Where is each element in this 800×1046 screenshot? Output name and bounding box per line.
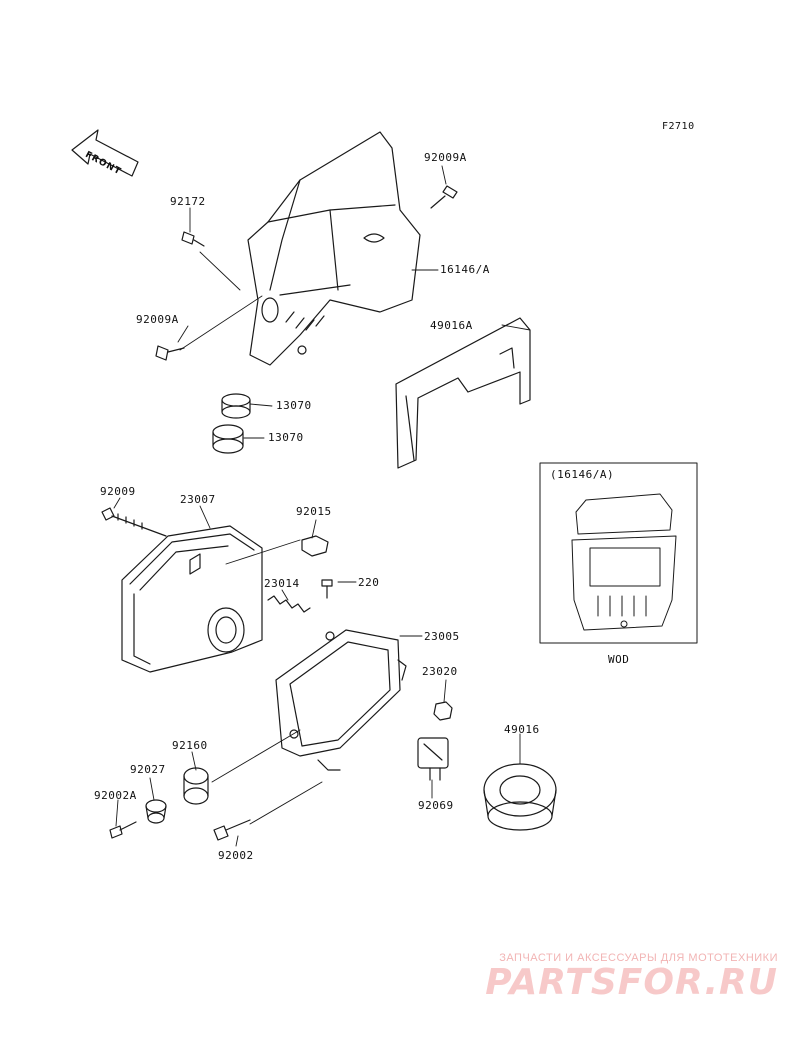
inset-title: (16146/A) bbox=[550, 468, 615, 481]
bulb-92069 bbox=[417, 737, 449, 781]
headlight-frame-23005 bbox=[275, 629, 407, 771]
front-arrow-icon bbox=[71, 129, 139, 177]
watermark-logo: PARTSFOR.RU bbox=[485, 962, 778, 1003]
bolt-92002 bbox=[213, 819, 251, 841]
damper-13070-b bbox=[212, 424, 244, 454]
part-label-92027[interactable]: 92027 bbox=[130, 763, 166, 776]
part-label-220[interactable]: 220 bbox=[358, 576, 380, 589]
bolt-92009a-left bbox=[155, 345, 185, 361]
part-label-92002[interactable]: 92002 bbox=[218, 849, 254, 862]
part-label-23014[interactable]: 23014 bbox=[264, 577, 300, 590]
part-label-92002a[interactable]: 92002A bbox=[94, 789, 137, 802]
bolt-92009a-top bbox=[430, 185, 458, 209]
trim-49016a-part bbox=[395, 317, 531, 469]
part-label-23020[interactable]: 23020 bbox=[422, 665, 458, 678]
grommet-92160 bbox=[183, 767, 209, 805]
headlight-cowl-part bbox=[247, 131, 421, 366]
damper-13070-a bbox=[221, 393, 251, 419]
collar-92027 bbox=[145, 799, 167, 824]
part-label-92009a-top[interactable]: 92009A bbox=[424, 151, 467, 164]
part-label-92172[interactable]: 92172 bbox=[170, 195, 206, 208]
part-label-13070-a[interactable]: 13070 bbox=[276, 399, 312, 412]
screw-220 bbox=[321, 579, 333, 599]
part-label-16146a[interactable]: 16146/A bbox=[440, 263, 490, 276]
inset-frame bbox=[539, 462, 698, 644]
inset-wod-cowl bbox=[571, 493, 677, 631]
inset-caption: WOD bbox=[608, 653, 630, 666]
part-label-92015[interactable]: 92015 bbox=[296, 505, 332, 518]
part-label-92160[interactable]: 92160 bbox=[172, 739, 208, 752]
spring-23014 bbox=[267, 595, 311, 613]
part-label-92009[interactable]: 92009 bbox=[100, 485, 136, 498]
bolt-92172 bbox=[181, 231, 205, 247]
part-label-49016[interactable]: 49016 bbox=[504, 723, 540, 736]
part-label-23005[interactable]: 23005 bbox=[424, 630, 460, 643]
bolt-92002a bbox=[109, 821, 137, 839]
leader-lines bbox=[113, 165, 531, 847]
bolt-92009 bbox=[101, 507, 167, 537]
nut-92015 bbox=[301, 535, 329, 557]
nut-23020 bbox=[433, 701, 453, 721]
part-label-92069[interactable]: 92069 bbox=[418, 799, 454, 812]
socket-cover-49016 bbox=[483, 763, 557, 831]
watermark-subtitle: ЗАПЧАСТИ И АКСЕССУАРЫ ДЛЯ МОТОТЕХНИКИ bbox=[499, 952, 778, 964]
part-label-49016a[interactable]: 49016A bbox=[430, 319, 473, 332]
figure-code: F2710 bbox=[662, 121, 695, 132]
headlight-unit-part bbox=[121, 525, 263, 673]
part-label-13070-b[interactable]: 13070 bbox=[268, 431, 304, 444]
part-label-23007[interactable]: 23007 bbox=[180, 493, 216, 506]
part-label-92009a-left[interactable]: 92009A bbox=[136, 313, 179, 326]
